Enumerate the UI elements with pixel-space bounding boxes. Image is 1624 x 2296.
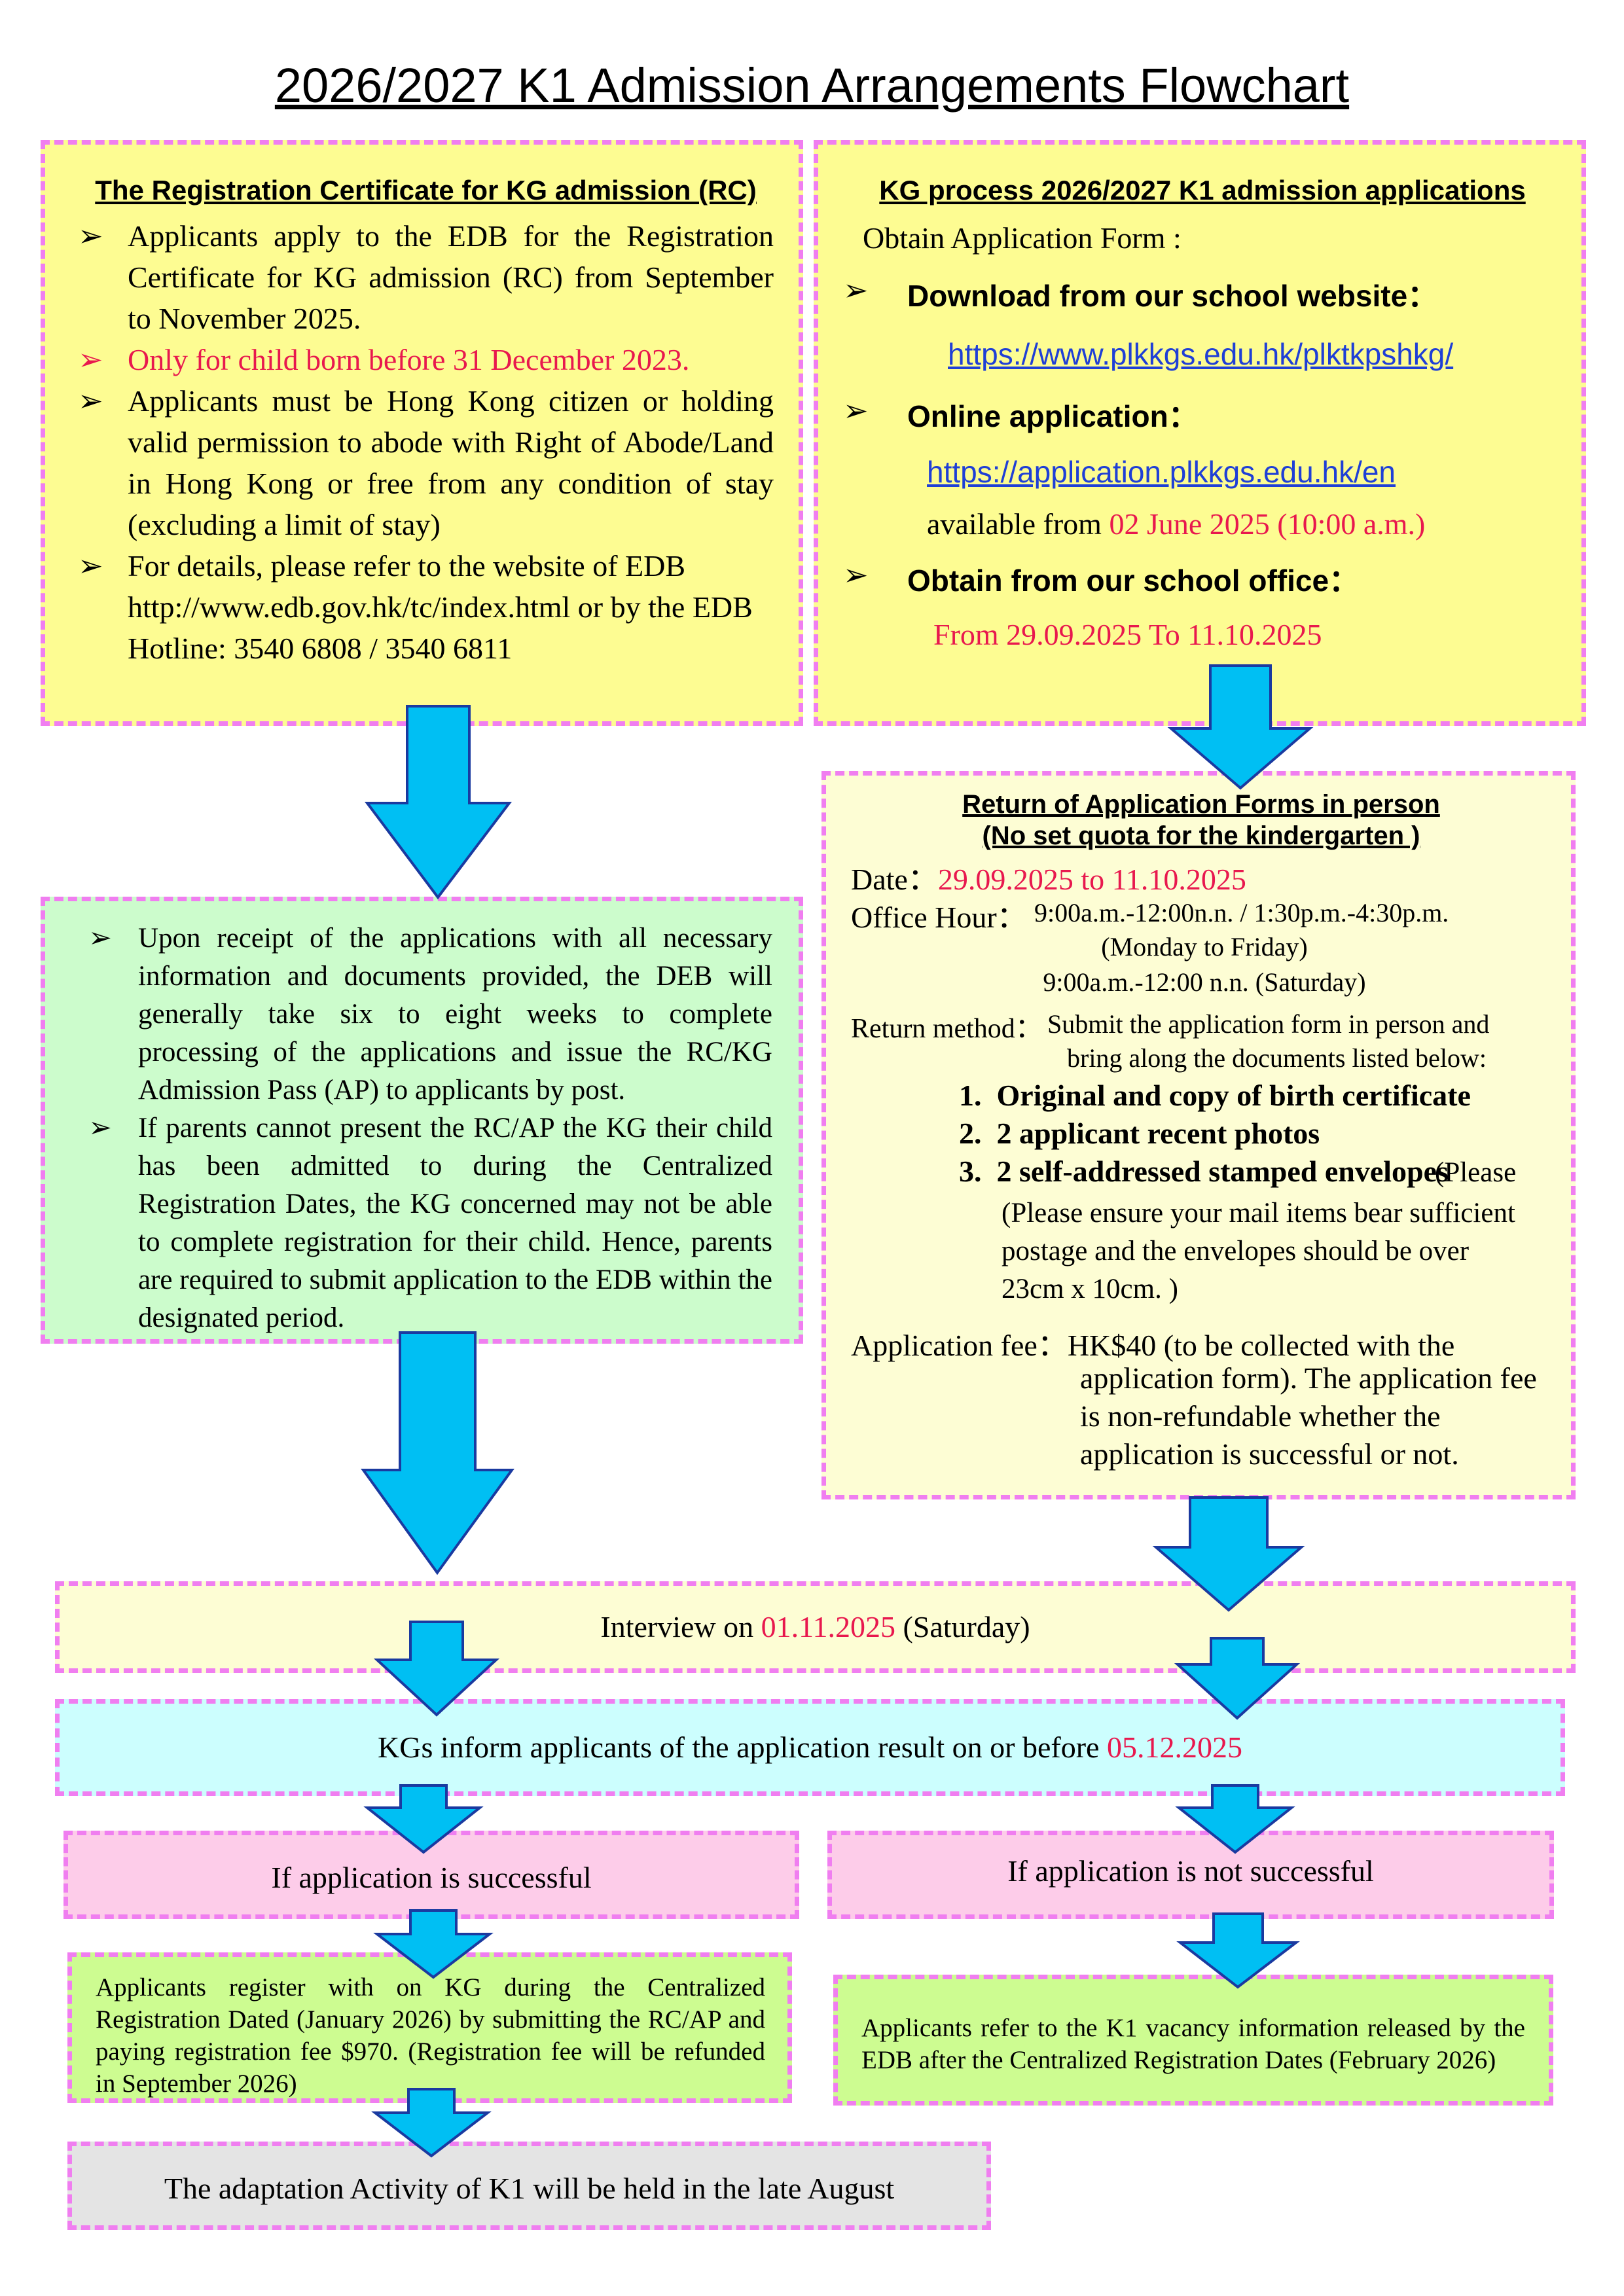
return-box: Return of Application Forms in person (N… [821,771,1576,1499]
arrow-down-icon [1175,1784,1295,1854]
online-application-link[interactable]: https://application.plkkgs.edu.hk/en [927,455,1396,489]
kg-process-box: KG process 2026/2027 K1 admission applic… [814,140,1586,726]
office-hour-line1: 9:00a.m.-12:00n.n. / 1:30p.m.-4:30p.m. [1034,898,1449,927]
arrow-down-icon [371,2088,492,2158]
interview-box: Interview on 01.11.2025 (Saturday) [55,1581,1576,1673]
doc-item-3: 3. 2 self-addressed stamped envelopes [959,1155,1449,1188]
rc-box: The Registration Certificate for KG admi… [41,140,803,726]
office-hour-label: Office Hour： [851,901,1027,934]
arrow-down-icon [363,1784,484,1854]
available-from: available from 02 June 2025 (10:00 a.m.) [927,507,1426,541]
rc-heading: The Registration Certificate for KG admi… [95,175,757,206]
rc-bullet: ➢Only for child born before 31 December … [78,343,690,376]
office-hour-line2: (Monday to Friday) [1101,932,1308,961]
return-method-label: Return method： [851,1014,1043,1044]
page-title: 2026/2027 K1 Admission Arrangements Flow… [274,58,1350,113]
obtain-label: Obtain Application Form : [863,221,1182,255]
vacancy-box: Applicants refer to the K1 vacancy infor… [833,1975,1553,2106]
processing-box: ➢Upon receipt of the applications with a… [41,897,803,1344]
school-office-item: ➢Obtain from our school office： [843,558,1360,598]
rc-bullet: ➢Applicants must be Hong Kong citizen or… [78,384,774,541]
office-period: From 29.09.2025 To 11.10.2025 [933,618,1322,651]
register-box: Applicants register with on KG during th… [67,1952,792,2103]
office-hour-line3: 9:00a.m.-12:00 n.n. (Saturday) [1043,967,1366,997]
arrow-down-icon [1152,1496,1305,1612]
arrow-down-icon [1167,664,1314,790]
application-fee-label: Application fee：HK$40 (to be collected w… [851,1329,1455,1362]
arrow-down-icon [365,705,513,900]
online-application-item: ➢Online application： [843,393,1199,433]
school-website-link[interactable]: https://www.plkkgs.edu.hk/plktkpshkg/ [948,337,1454,371]
return-method-line1: Submit the application form in person an… [1047,1009,1490,1039]
application-fee-detail: application form). The application fee i… [1080,1361,1537,1471]
return-heading: Return of Application Forms in person [962,790,1440,819]
return-date: Date：29.09.2025 to 11.10.2025 [851,863,1246,896]
rc-bullet: ➢For details, please refer to the websit… [78,549,753,665]
inform-box: KGs inform applicants of the application… [55,1699,1565,1796]
processing-bullet: ➢If parents cannot present the RC/AP the… [88,1113,772,1333]
return-subheading: (No set quota for the kindergarten ) [982,821,1420,850]
processing-bullet: ➢Upon receipt of the applications with a… [88,923,772,1105]
download-item: ➢Download from our school website： [843,273,1438,313]
not-success-box: If application is not successful [827,1831,1554,1919]
adaptation-box: The adaptation Activity of K1 will be he… [67,2142,991,2230]
arrow-down-icon [1176,1912,1300,1989]
kg-process-heading: KG process 2026/2027 K1 admission applic… [879,175,1526,206]
return-method-line2: bring along the documents listed below: [1067,1043,1487,1073]
arrow-down-icon [373,1909,494,1979]
doc-item-3-note: (Please(Please ensure your mail items be… [1001,1157,1517,1304]
doc-item-1: 1. Original and copy of birth certificat… [959,1079,1471,1112]
arrow-down-icon [361,1331,514,1575]
doc-item-2: 2. 2 applicant recent photos [959,1117,1320,1150]
rc-bullet: ➢Applicants apply to the EDB for the Reg… [78,219,774,335]
arrow-down-icon [1174,1637,1301,1720]
arrow-down-icon [373,1621,500,1717]
